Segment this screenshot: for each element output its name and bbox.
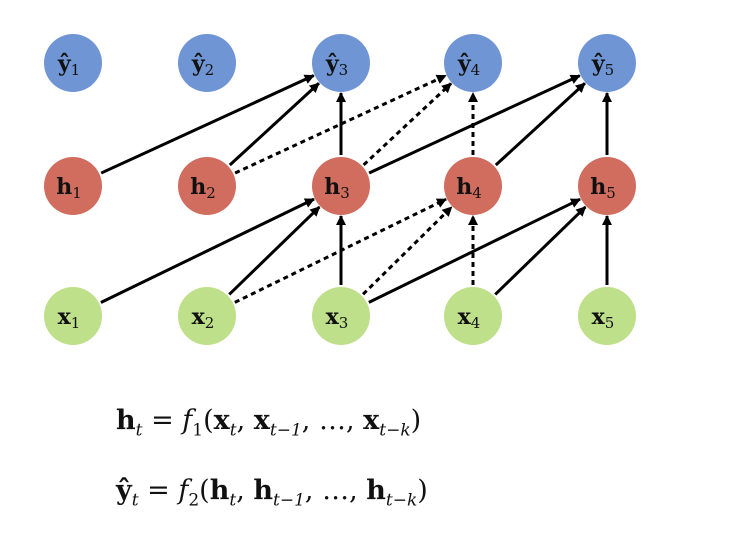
equation-output: ŷt = f2(ht, ht−1, …, ht−k)	[116, 475, 428, 510]
edge-h2-to-y4	[234, 74, 447, 175]
node-label-x5: x5	[592, 304, 615, 332]
node-circle-h1	[44, 157, 102, 215]
node-circle-h3	[312, 157, 370, 215]
equation-arg: x	[363, 405, 380, 436]
equation-lhs: ŷ	[116, 475, 132, 506]
equation-arg: …	[318, 405, 346, 436]
node-label-y5: ŷ5	[591, 51, 614, 79]
equation-arg: x	[213, 405, 230, 436]
equation-paren: (	[203, 405, 214, 436]
node-circle-x5	[578, 287, 636, 345]
equation-arg-subscript: t−1	[269, 420, 302, 441]
node-circle-x2	[178, 287, 236, 345]
node-circle-y4	[444, 34, 502, 92]
nodes-layer: ŷ1 ŷ2 ŷ3 ŷ4 ŷ5 h1 h2 h3 h4 h5 x1 x2 x3 x4 x5	[44, 34, 636, 345]
node-label-h5: h5	[590, 174, 616, 202]
equation-comma: ,	[236, 405, 254, 436]
node-circle-x3	[312, 287, 370, 345]
equation-equals: =	[142, 405, 183, 436]
node-circle-x1	[44, 287, 102, 345]
node-h4: h4	[444, 157, 502, 215]
node-h2: h2	[178, 157, 236, 215]
equation-arg: …	[322, 475, 350, 506]
edge-h2-to-y3	[228, 82, 320, 167]
equation-hidden-state: ht = f1(xt, xt−1, …, xt−k)	[116, 405, 421, 440]
equation-comma: ,	[301, 405, 319, 436]
equation-arg: x	[253, 405, 270, 436]
equation-paren: (	[199, 475, 210, 506]
node-y2: ŷ2	[178, 34, 236, 92]
node-circle-y1	[44, 34, 102, 92]
edge-x1-to-h3	[100, 197, 315, 304]
node-circle-h4	[444, 157, 502, 215]
node-label-y3: ŷ3	[325, 51, 348, 79]
edge-h3-to-y4	[362, 82, 453, 166]
edges-layer	[100, 74, 612, 304]
node-label-x3: x3	[326, 304, 349, 332]
node-circle-x4	[444, 287, 502, 345]
edge-h1-to-y3	[100, 74, 315, 175]
equation-arg: h	[366, 475, 386, 506]
node-x5: x5	[578, 287, 636, 345]
node-label-h2: h2	[190, 174, 216, 202]
equation-function-subscript: 2	[188, 490, 200, 511]
node-label-x4: x4	[458, 304, 481, 332]
equation-arg-subscript: t	[229, 490, 237, 511]
node-label-y2: ŷ2	[191, 51, 214, 79]
edge-x2-to-h3	[228, 205, 321, 296]
equation-paren: )	[417, 475, 428, 506]
node-circle-h2	[178, 157, 236, 215]
equation-arg: h	[253, 475, 274, 506]
edge-x4-to-h5	[494, 205, 587, 296]
node-h3: h3	[312, 157, 370, 215]
equation-equals: =	[138, 475, 179, 506]
equation-lhs: h	[116, 405, 136, 436]
node-circle-y2	[178, 34, 236, 92]
node-circle-y5	[578, 34, 636, 92]
equation-comma: ,	[304, 475, 323, 506]
equation-arg-subscript: t	[229, 420, 237, 441]
node-circle-h5	[578, 157, 636, 215]
node-label-x2: x2	[192, 304, 215, 332]
equation-paren: )	[410, 405, 422, 436]
node-x3: x3	[312, 287, 370, 345]
node-y4: ŷ4	[444, 34, 502, 92]
node-label-x1: x1	[58, 304, 81, 332]
equation-lhs-subscript: t	[135, 420, 143, 441]
node-label-h1: h1	[56, 174, 82, 202]
equation-comma: ,	[236, 475, 254, 506]
node-x2: x2	[178, 287, 236, 345]
node-label-y4: ŷ4	[457, 51, 480, 79]
equation-arg-subscript: t−1	[273, 490, 305, 511]
equation-function: f	[182, 405, 193, 436]
node-x1: x1	[44, 287, 102, 345]
edge-x3-to-h4	[362, 205, 453, 296]
equation-arg-subscript: t−k	[379, 420, 411, 441]
node-y1: ŷ1	[44, 34, 102, 92]
node-x4: x4	[444, 287, 502, 345]
node-h1: h1	[44, 157, 102, 215]
node-h5: h5	[578, 157, 636, 215]
node-label-h4: h4	[456, 174, 482, 202]
node-circle-y3	[312, 34, 370, 92]
node-label-y1: ŷ1	[57, 51, 80, 79]
edge-x3-to-h5	[368, 197, 581, 304]
node-y3: ŷ3	[312, 34, 370, 92]
equation-arg: h	[209, 475, 230, 506]
edge-x2-to-h4	[234, 197, 447, 304]
node-y5: ŷ5	[578, 34, 636, 92]
equation-comma: ,	[349, 475, 367, 506]
equation-lhs-subscript: t	[131, 490, 139, 511]
equation-function: f	[178, 475, 189, 506]
edge-h3-to-y5	[368, 74, 581, 175]
equation-comma: ,	[345, 405, 364, 436]
equation-arg-subscript: t−k	[385, 490, 418, 511]
equation-function-subscript: 1	[192, 420, 204, 441]
edge-h4-to-y5	[494, 82, 586, 167]
node-label-h3: h3	[324, 174, 350, 202]
